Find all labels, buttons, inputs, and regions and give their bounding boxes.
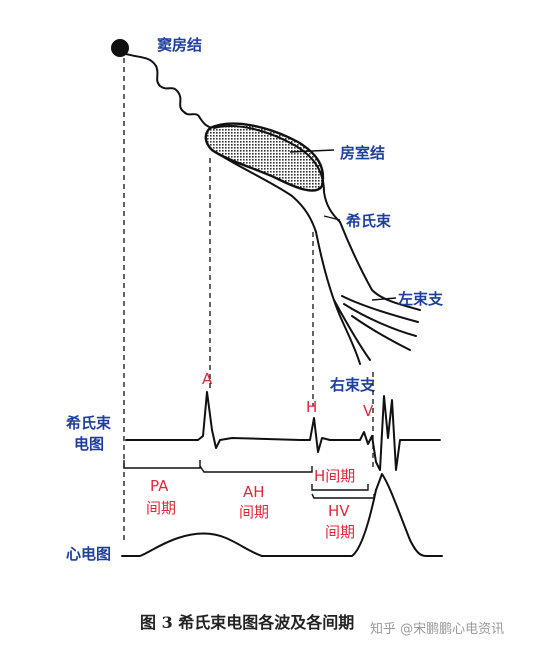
hv-interval-line1: HV <box>328 502 350 520</box>
his-bundle-label: 希氏束 <box>346 212 392 230</box>
watermark: 知乎 @宋鹏鹏心电资讯 <box>370 621 504 637</box>
his-electrogram-trace <box>125 391 441 471</box>
his-bundle-upper-edge <box>213 125 341 223</box>
h-interval-bracket <box>311 484 369 491</box>
left-bundle-label: 左束支 <box>397 290 444 308</box>
his-ecg-label-line1: 希氏束 <box>66 414 112 432</box>
surface-ecg-label: 心电图 <box>66 545 111 563</box>
wave-v-label: V <box>363 402 374 420</box>
ah-bracket <box>199 465 313 473</box>
pa-interval-line2: 间期 <box>146 499 176 517</box>
wave-h-label: H <box>306 398 317 416</box>
av-node-label: 房室结 <box>340 144 385 162</box>
wave-a-label: A <box>202 370 213 388</box>
figure-caption: 图 3 希氏束电图各波及各间期 <box>140 613 354 632</box>
bundle-branches-left-tips <box>343 303 417 351</box>
bundle-branches-left-outer <box>339 221 421 311</box>
ah-interval-line2: 间期 <box>239 503 269 521</box>
his-bundle-lower-edge <box>211 149 317 233</box>
av-node-leader <box>289 149 335 153</box>
pa-interval-line1: PA <box>150 477 169 495</box>
h-interval-label: H间期 <box>314 467 355 485</box>
sa-node-label: 窦房结 <box>157 36 202 54</box>
internodal-pathway <box>125 53 213 129</box>
his-ecg-label-line2: 电图 <box>74 435 104 453</box>
right-bundle-label: 右束支 <box>330 376 376 394</box>
bundle-branches-left-inner <box>341 295 419 323</box>
ah-interval-line1: AH <box>243 483 265 501</box>
left-bundle-leader <box>371 297 397 301</box>
surface-ecg-trace <box>121 473 443 557</box>
sa-node-dot <box>111 39 129 57</box>
bundle-branches-right <box>315 231 371 365</box>
hv-bracket <box>311 493 375 499</box>
his-bundle-leader <box>323 215 341 221</box>
hv-interval-line2: 间期 <box>325 523 355 541</box>
pa-bracket <box>123 460 201 469</box>
